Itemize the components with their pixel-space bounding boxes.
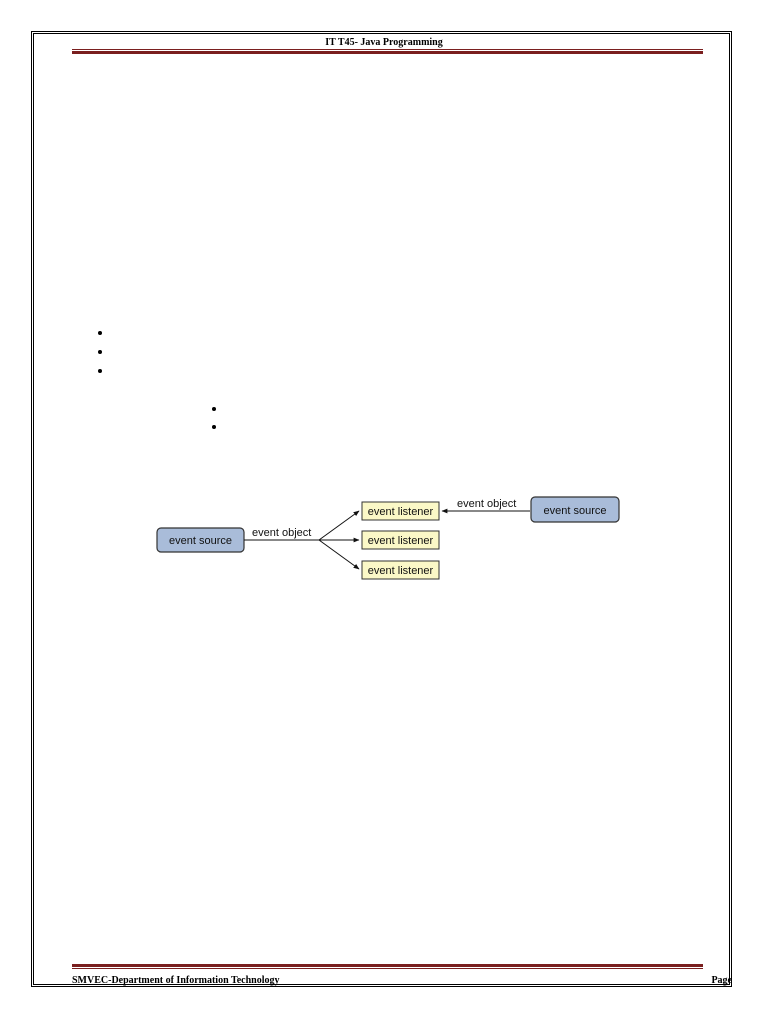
event-listener-3-label: event listener: [368, 565, 434, 577]
left-arrow-bottom: [318, 539, 360, 570]
left-arrow-top: [318, 510, 360, 541]
left-event-source: event source: [156, 527, 245, 553]
left-edge-label: event object: [252, 527, 311, 539]
sub-bullet-1: [212, 407, 216, 411]
footer-department: SMVEC-Department of Information Technolo…: [72, 975, 280, 986]
sub-bullet-2: [212, 425, 216, 429]
event-listener-1-label: event listener: [368, 506, 434, 518]
right-event-source-label: event source: [544, 505, 607, 517]
event-listener-2: event listener: [361, 530, 440, 550]
left-event-source-label: event source: [169, 535, 232, 547]
right-edge-label: event object: [457, 498, 516, 510]
header-rule-thick: [72, 51, 703, 54]
bullet-1: [98, 331, 102, 335]
footer-rule: [72, 964, 703, 970]
event-listener-2-label: event listener: [368, 535, 434, 547]
footer-rule-thin: [72, 968, 703, 969]
header-rule: [72, 49, 703, 55]
header-rule-thin: [72, 49, 703, 50]
footer-page-label: Page: [711, 975, 732, 986]
page-border: [31, 31, 732, 987]
event-listener-1: event listener: [361, 501, 440, 521]
header-title: IT T45- Java Programming: [325, 37, 443, 48]
event-listener-3: event listener: [361, 560, 440, 580]
right-event-source: event source: [530, 496, 620, 523]
footer-rule-thick: [72, 964, 703, 967]
bullet-3: [98, 369, 102, 373]
bullet-2: [98, 350, 102, 354]
